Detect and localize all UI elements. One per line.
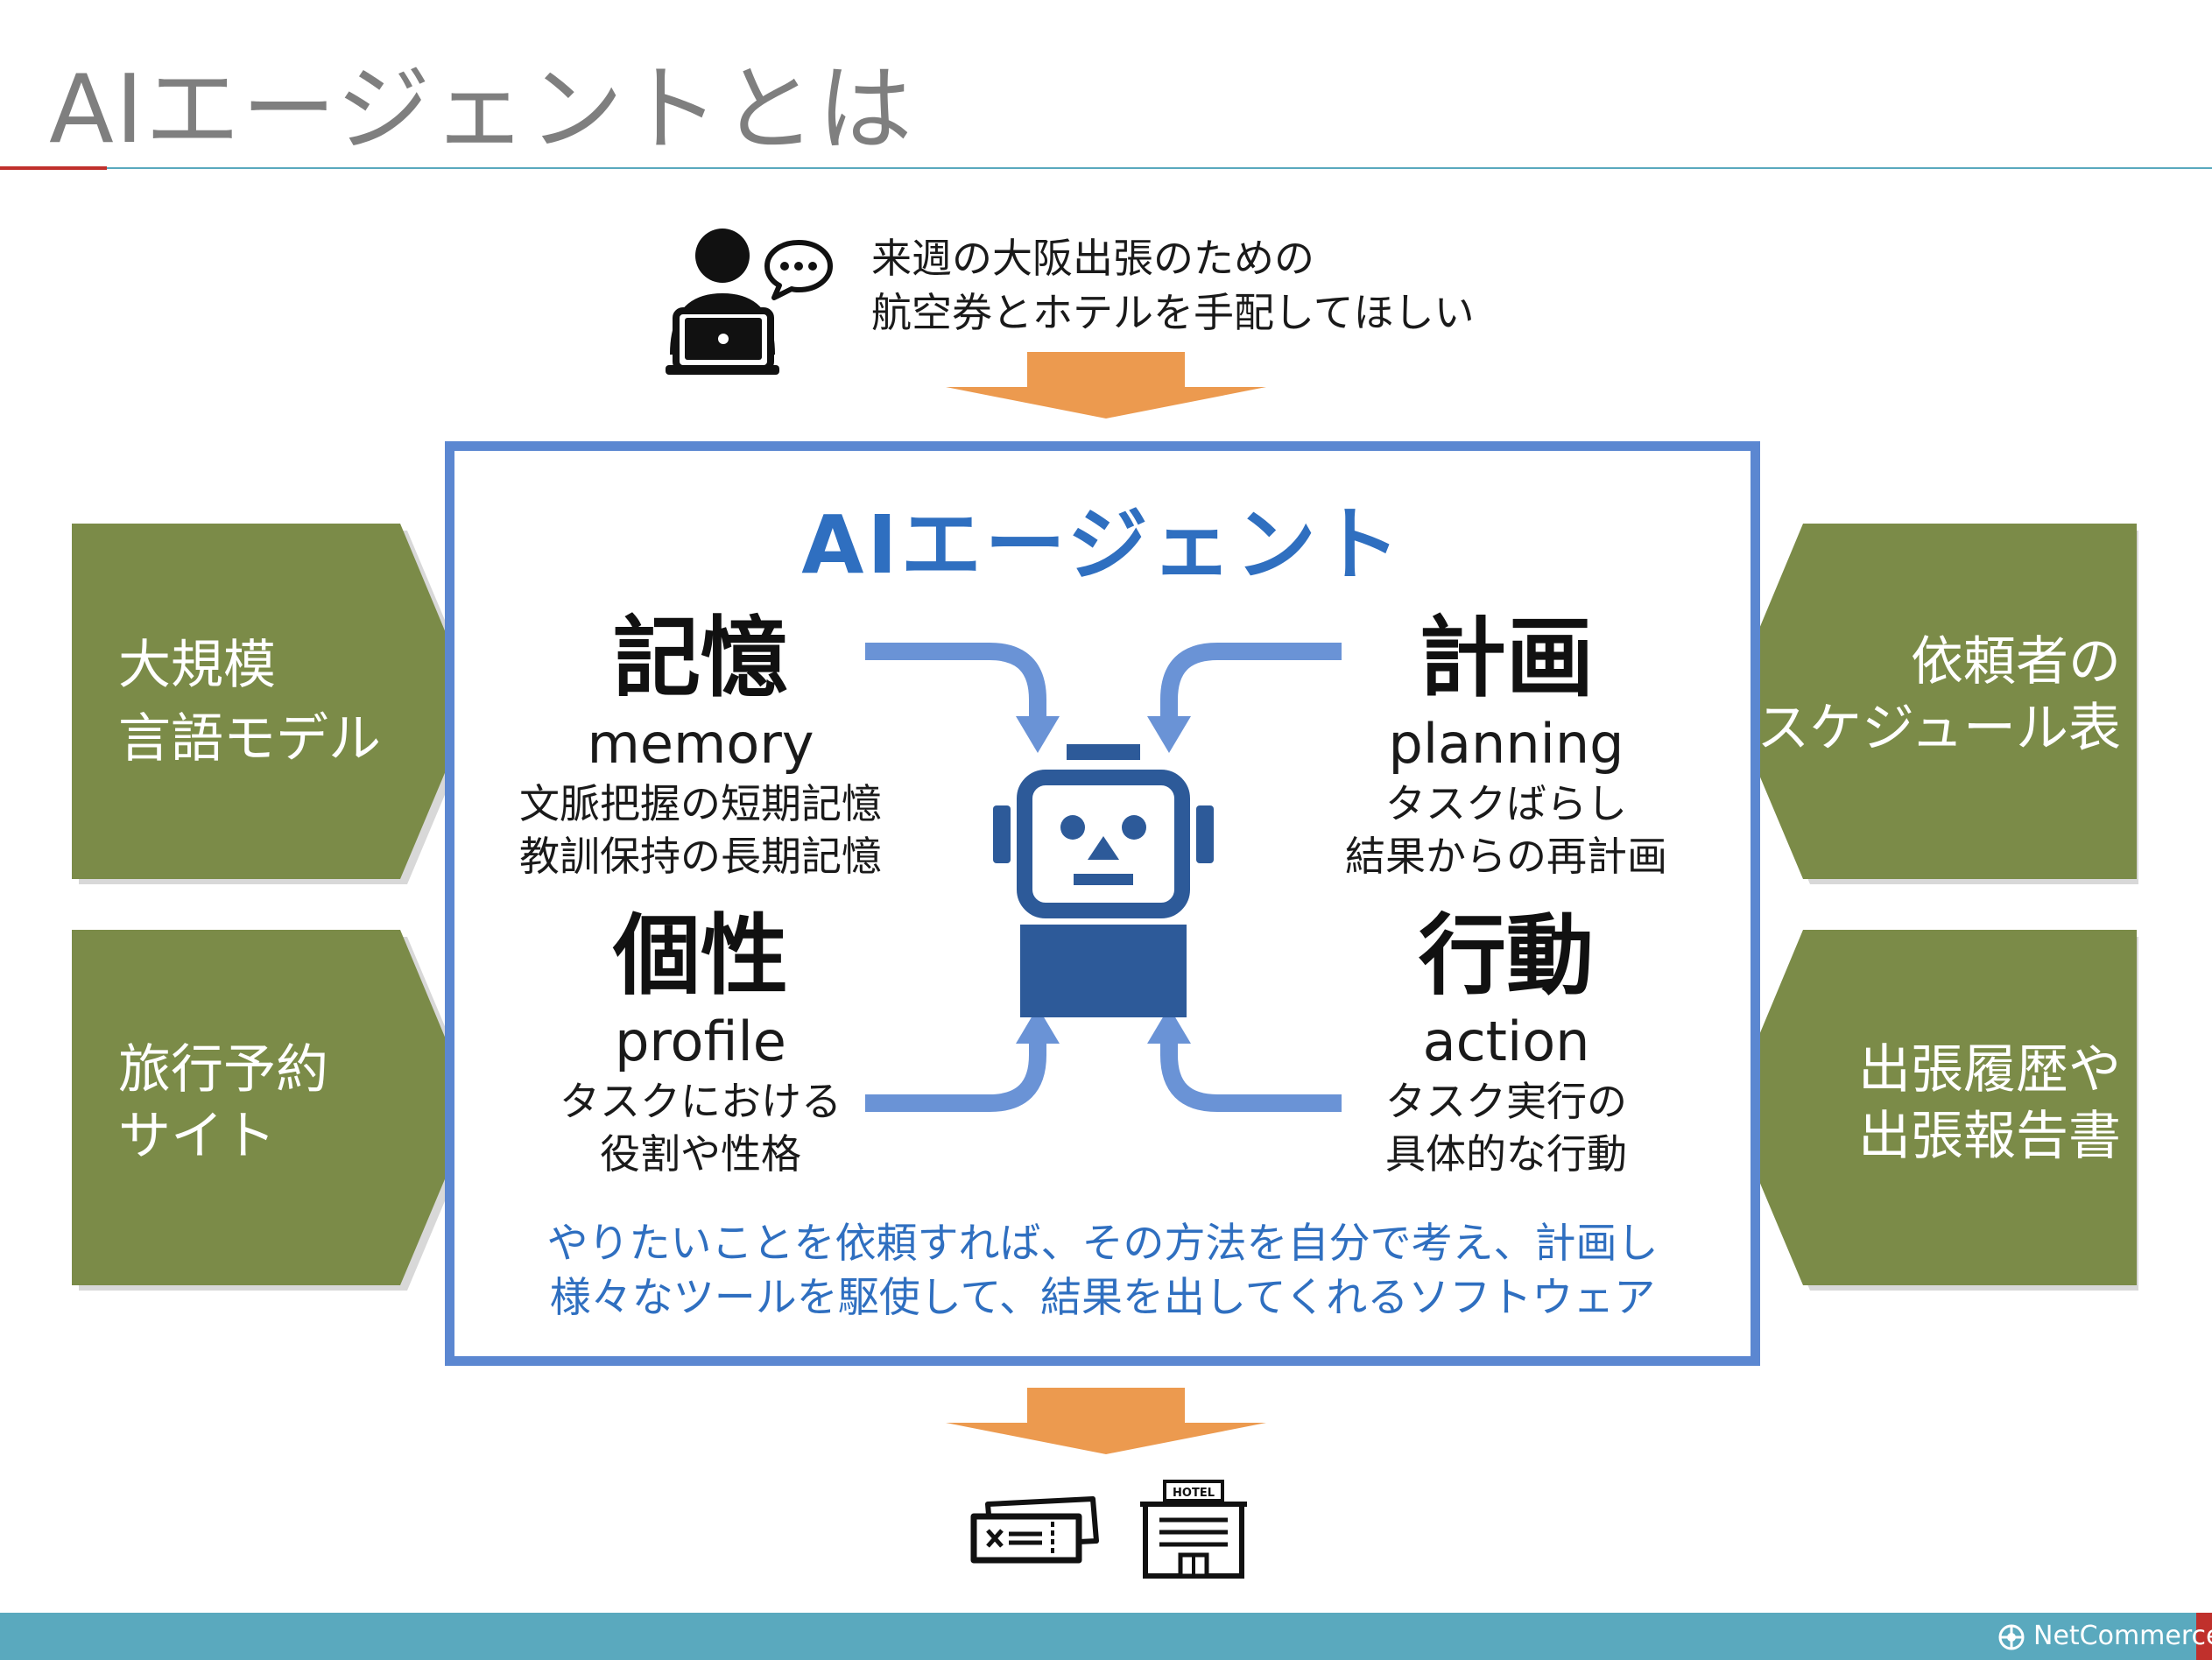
summary-line-2: 様々なツールを駆使して、結果を出してくれるソフトウェア (549, 1274, 1656, 1322)
netcommerce-logo-icon (1998, 1624, 2025, 1650)
profile-desc-2: 役割や性格 (600, 1130, 801, 1178)
input-panel-travel-site (72, 930, 482, 1291)
robot-icon (993, 744, 1214, 1017)
profile-en: profile (615, 1009, 786, 1073)
agent-title: AIエージェント (801, 498, 1404, 592)
hotel-sign: HOTEL (1173, 1487, 1215, 1500)
schedule-label-1: 依頼者の (1911, 631, 2121, 693)
input-panel-llm (72, 524, 482, 884)
action-block: 行動 action タスク実行の 具体的な行動 (1296, 904, 1716, 1180)
request-line-1: 来週の大阪出張のための (871, 235, 1314, 282)
user-laptop-icon (666, 229, 779, 375)
memory-desc-1: 文脈把握の短期記憶 (519, 780, 882, 827)
planning-desc-1: タスクばらし (1385, 780, 1627, 827)
input-panel-schedule (1729, 524, 2138, 884)
schedule-label-2: スケジュール表 (1757, 698, 2121, 759)
hotel-icon: HOTEL (1140, 1480, 1247, 1579)
planning-block: 計画 planning タスクばらし 結果からの再計画 (1296, 606, 1716, 883)
output-arrow (946, 1388, 1266, 1454)
chat-bubble-icon (764, 240, 833, 300)
title-rule (107, 167, 2212, 169)
request-line-2: 航空券とホテルを手配してほしい (871, 289, 1475, 336)
llm-label-1: 大規模 (118, 635, 276, 696)
action-en: action (1422, 1009, 1590, 1073)
input-arrow (946, 352, 1266, 419)
planning-en: planning (1388, 712, 1624, 776)
ticket-icon (970, 1496, 1099, 1564)
netcommerce-logo-text: NetCommerce (2033, 1621, 2212, 1651)
summary-line-1: やりたいことを依頼すれば、その方法を自分で考え、計画し (546, 1220, 1659, 1268)
planning-desc-2: 結果からの再計画 (1345, 833, 1667, 880)
action-desc-1: タスク実行の (1385, 1078, 1627, 1125)
memory-en: memory (587, 712, 814, 776)
trip-history-label-2: 出張報告書 (1858, 1106, 2121, 1167)
input-panel-trip-history (1729, 930, 2138, 1291)
memory-heading: 記憶 (613, 607, 788, 709)
footer-bar (0, 1613, 2212, 1660)
connector-arrows (865, 643, 1342, 1112)
page-title: AIエージェントとは (49, 55, 914, 165)
action-heading: 行動 (1419, 904, 1594, 1007)
planning-heading: 計画 (1419, 607, 1594, 709)
memory-desc-2: 教訓保持の長期記憶 (519, 833, 882, 880)
agent-summary: やりたいことを依頼すれば、その方法を自分で考え、計画し 様々なツールを駆使して、… (445, 1217, 1760, 1326)
title-rule-accent (0, 166, 107, 170)
planning-arrow (1160, 643, 1342, 718)
action-arrow (1160, 1042, 1342, 1112)
memory-block: 記憶 memory 文脈把握の短期記憶 教訓保持の長期記憶 (490, 606, 911, 883)
trip-history-label-1: 出張履歴や (1858, 1039, 2121, 1101)
llm-label-2: 言語モデル (118, 708, 381, 770)
memory-arrow (865, 643, 1046, 718)
footer-accent (2196, 1613, 2212, 1660)
profile-block: 個性 profile タスクにおける 役割や性格 (490, 904, 911, 1180)
profile-arrow (865, 1042, 1046, 1112)
action-desc-2: 具体的な行動 (1385, 1130, 1627, 1178)
profile-heading: 個性 (613, 904, 788, 1007)
profile-desc-1: タスクにおける (560, 1078, 842, 1125)
travel-site-label-2: サイト (118, 1106, 276, 1167)
travel-site-label-1: 旅行予約 (118, 1039, 328, 1101)
